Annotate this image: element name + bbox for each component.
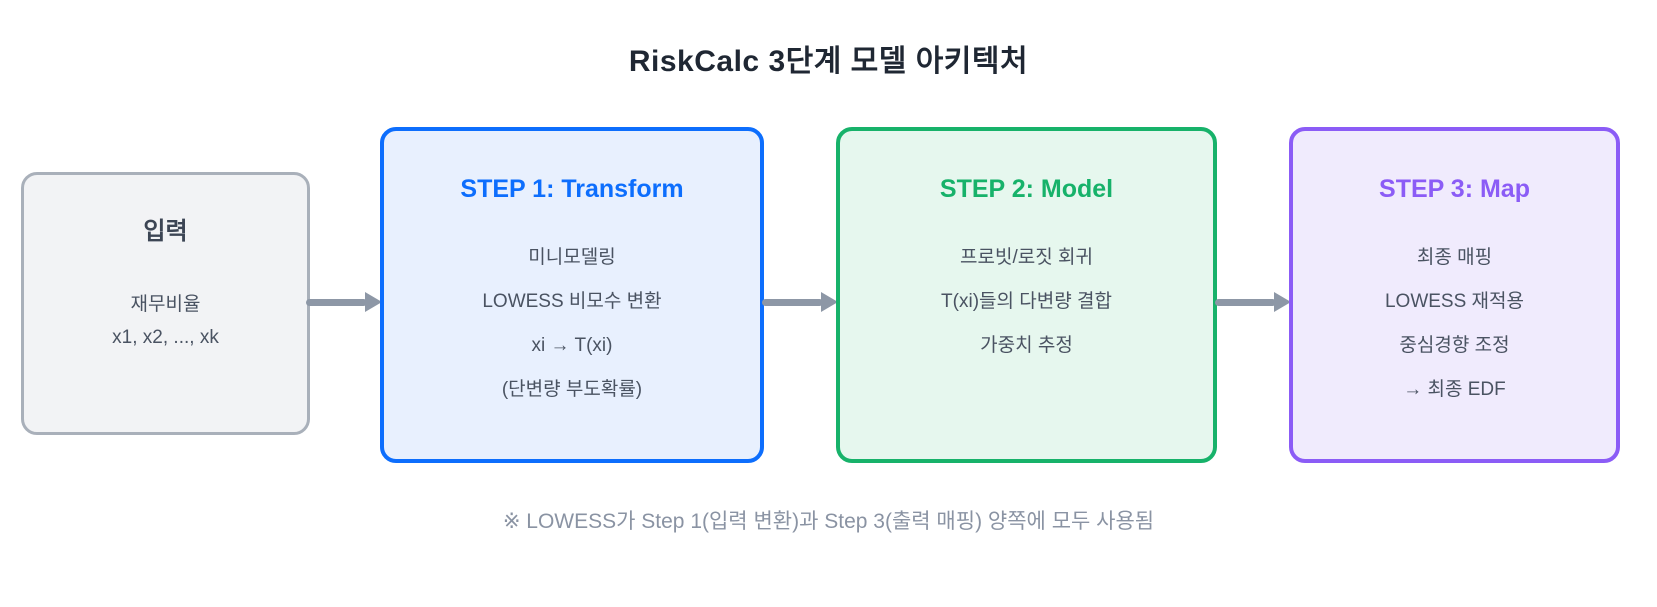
- arrow-head: [1274, 292, 1291, 312]
- step2-box-line: T(xi)들의 다변량 결합: [941, 291, 1112, 312]
- step3-box-title: STEP 3: Map: [1379, 175, 1530, 203]
- arrow-head: [821, 292, 838, 312]
- input-box-line: 재무비율: [130, 294, 201, 315]
- input-box-line: x1, x2, ..., xk: [112, 327, 219, 348]
- input-box: 입력 재무비율 x1, x2, ..., xk: [21, 172, 310, 435]
- step3-box-line: → 최종 EDF: [1403, 379, 1506, 400]
- step3-map-box: STEP 3: Map 최종 매핑 LOWESS 재적용 중심경향 조정 → 최…: [1289, 127, 1620, 463]
- lowess-footnote: ※ LOWESS가 Step 1(입력 변환)과 Step 3(출력 매핑) 양…: [502, 510, 1155, 533]
- step1-box-title: STEP 1: Transform: [460, 175, 684, 203]
- step2-box-line: 프로빗/로짓 회귀: [960, 247, 1093, 268]
- step3-box-line: 최종 매핑: [1416, 247, 1493, 268]
- step3-box-line: 중심경향 조정: [1399, 335, 1510, 356]
- step2-model-box: STEP 2: Model 프로빗/로짓 회귀 T(xi)들의 다변량 결합 가…: [836, 127, 1217, 463]
- step1-box-line: 미니모델링: [528, 247, 616, 268]
- arrow-shaft: [306, 298, 367, 306]
- flow-arrow-icon: [1215, 292, 1291, 312]
- arrow-shaft: [1215, 298, 1276, 306]
- input-box-title: 입력: [143, 218, 188, 245]
- step1-box-line: (단변량 부도확률): [501, 379, 643, 400]
- step3-box-line: LOWESS 재적용: [1384, 291, 1525, 312]
- flow-arrow-icon: [306, 292, 382, 312]
- arrow-head: [365, 292, 382, 312]
- step1-box-line: LOWESS 비모수 변환: [482, 291, 662, 312]
- step1-transform-box: STEP 1: Transform 미니모델링 LOWESS 비모수 변환 xi…: [380, 127, 764, 463]
- step1-box-line: xi → T(xi): [531, 335, 613, 356]
- step2-box-line: 가중치 추정: [980, 335, 1073, 356]
- arrow-shaft: [762, 298, 823, 306]
- step2-box-title: STEP 2: Model: [939, 175, 1114, 203]
- flow-arrow-icon: [762, 292, 838, 312]
- diagram-title: RiskCalc 3단계 모델 아키텍처: [628, 45, 1029, 78]
